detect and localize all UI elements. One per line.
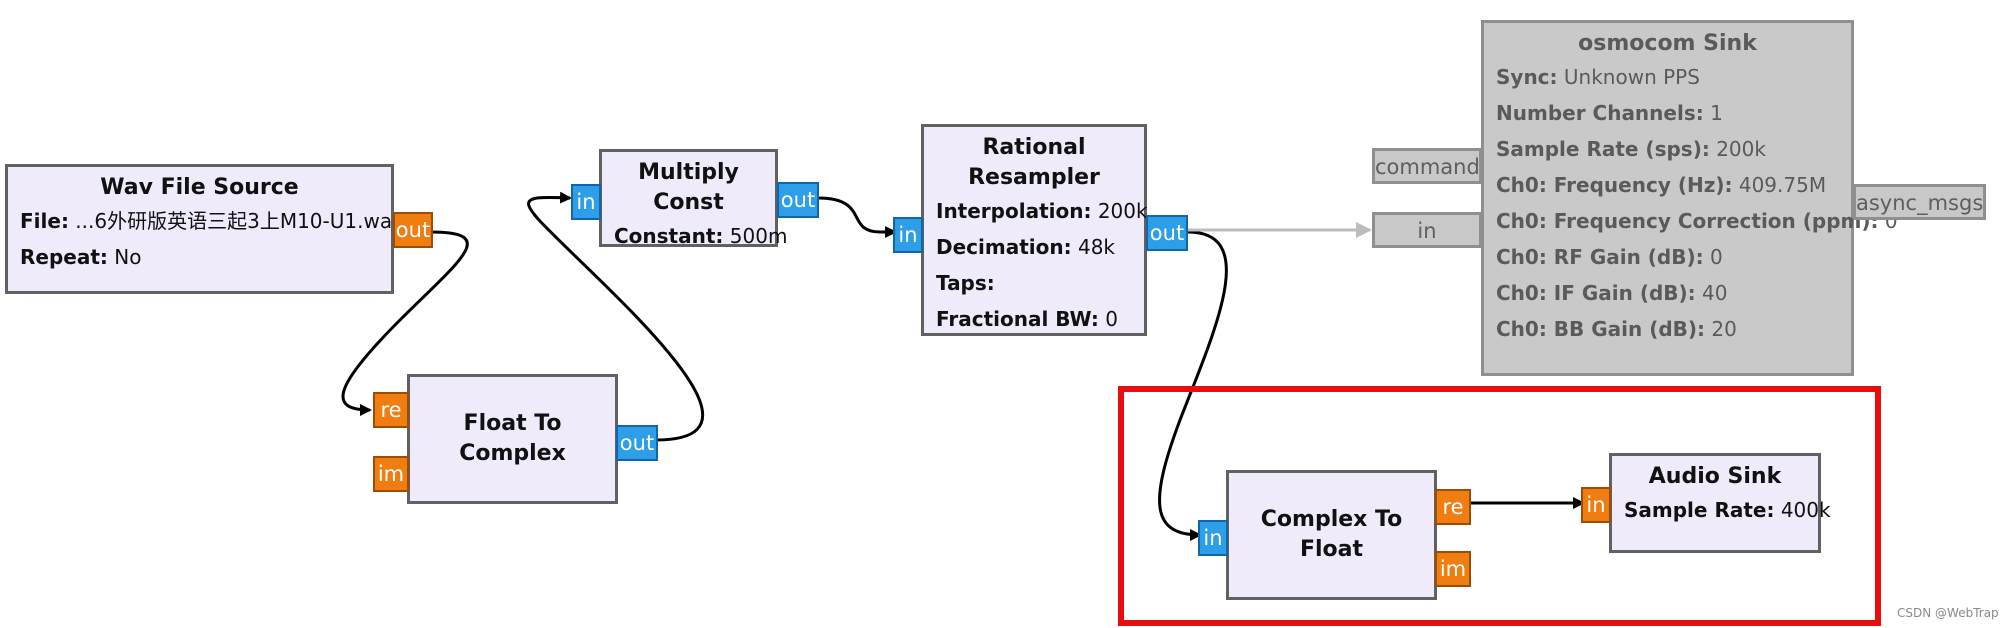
port-audio-in[interactable]: in — [1581, 487, 1611, 523]
param-taps: Taps: — [936, 271, 995, 295]
block-osmocom-sink[interactable]: osmocom Sink Sync: Unknown PPS Number Ch… — [1481, 20, 1898, 376]
port-float-to-complex-out[interactable]: out — [616, 425, 658, 461]
param-file: File: ...6外研版英语三起3上M10-U1.wav — [20, 209, 404, 233]
port-wav-out[interactable]: out — [393, 212, 433, 248]
param-decimation: Decimation: 48k — [936, 235, 1115, 259]
wire-wav-to-float-re[interactable] — [341, 230, 469, 416]
wire-multiply-to-resampler[interactable] — [817, 196, 897, 238]
param-fractional-bw: Fractional BW: 0 — [936, 307, 1118, 331]
block-multiply-const[interactable]: Multiply Const Constant: 500m — [599, 149, 787, 248]
block-title: Rational Resampler — [968, 135, 1100, 190]
param-constant: Constant: 500m — [614, 224, 788, 248]
port-resampler-out[interactable]: out — [1146, 215, 1188, 251]
block-audio-sink[interactable]: Audio Sink Sample Rate: 400k — [1609, 453, 1831, 553]
watermark: CSDN @WebTrap — [1897, 606, 1999, 620]
param-rf-gain: Ch0: RF Gain (dB): 0 — [1496, 245, 1723, 269]
port-float-re[interactable]: re — [373, 392, 409, 428]
param-bb-gain: Ch0: BB Gain (dB): 20 — [1496, 317, 1737, 341]
block-title: Wav File Source — [100, 175, 299, 200]
port-complex-re[interactable]: re — [1435, 489, 1471, 525]
block-title: Audio Sink — [1648, 464, 1782, 489]
wire-resampler-to-complex-to-float[interactable] — [1158, 230, 1228, 541]
param-sample-rate: Sample Rate (sps): 200k — [1496, 137, 1766, 161]
port-complex-in[interactable]: in — [1198, 520, 1228, 556]
block-title: Multiply Const — [638, 160, 739, 215]
port-float-im[interactable]: im — [373, 456, 409, 492]
port-resampler-in[interactable]: in — [893, 217, 923, 253]
param-number-channels: Number Channels: 1 — [1496, 101, 1723, 125]
param-interpolation: Interpolation: 200k — [936, 199, 1148, 223]
port-osmocom-command[interactable]: command — [1372, 148, 1482, 184]
block-title: Float To Complex — [459, 411, 566, 466]
port-multiply-out[interactable]: out — [777, 182, 819, 218]
block-title: Complex To Float — [1260, 507, 1403, 562]
param-sync: Sync: Unknown PPS — [1496, 65, 1700, 89]
block-title: osmocom Sink — [1578, 31, 1757, 56]
highlight-box — [1118, 386, 1881, 626]
port-osmocom-in[interactable]: in — [1372, 212, 1482, 248]
block-complex-to-float[interactable]: Complex To Float — [1226, 470, 1437, 600]
block-rational-resampler[interactable]: Rational Resampler Interpolation: 200k D… — [921, 124, 1148, 336]
wire-float-to-complex-to-multiply[interactable] — [527, 191, 705, 442]
param-repeat: Repeat: No — [20, 245, 142, 269]
param-frequency-correction: Ch0: Frequency Correction (ppm): 0 — [1496, 209, 1898, 233]
param-if-gain: Ch0: IF Gain (dB): 40 — [1496, 281, 1728, 305]
param-sample-rate: Sample Rate: 400k — [1624, 498, 1831, 522]
port-multiply-in[interactable]: in — [571, 184, 601, 220]
block-float-to-complex[interactable]: Float To Complex — [407, 374, 618, 504]
port-osmocom-async-msgs[interactable]: async_msgs — [1853, 184, 1986, 220]
param-frequency: Ch0: Frequency (Hz): 409.75M — [1496, 173, 1827, 197]
block-wav-file-source[interactable]: Wav File Source File: ...6外研版英语三起3上M10-U… — [5, 164, 404, 294]
port-complex-im[interactable]: im — [1435, 551, 1471, 587]
